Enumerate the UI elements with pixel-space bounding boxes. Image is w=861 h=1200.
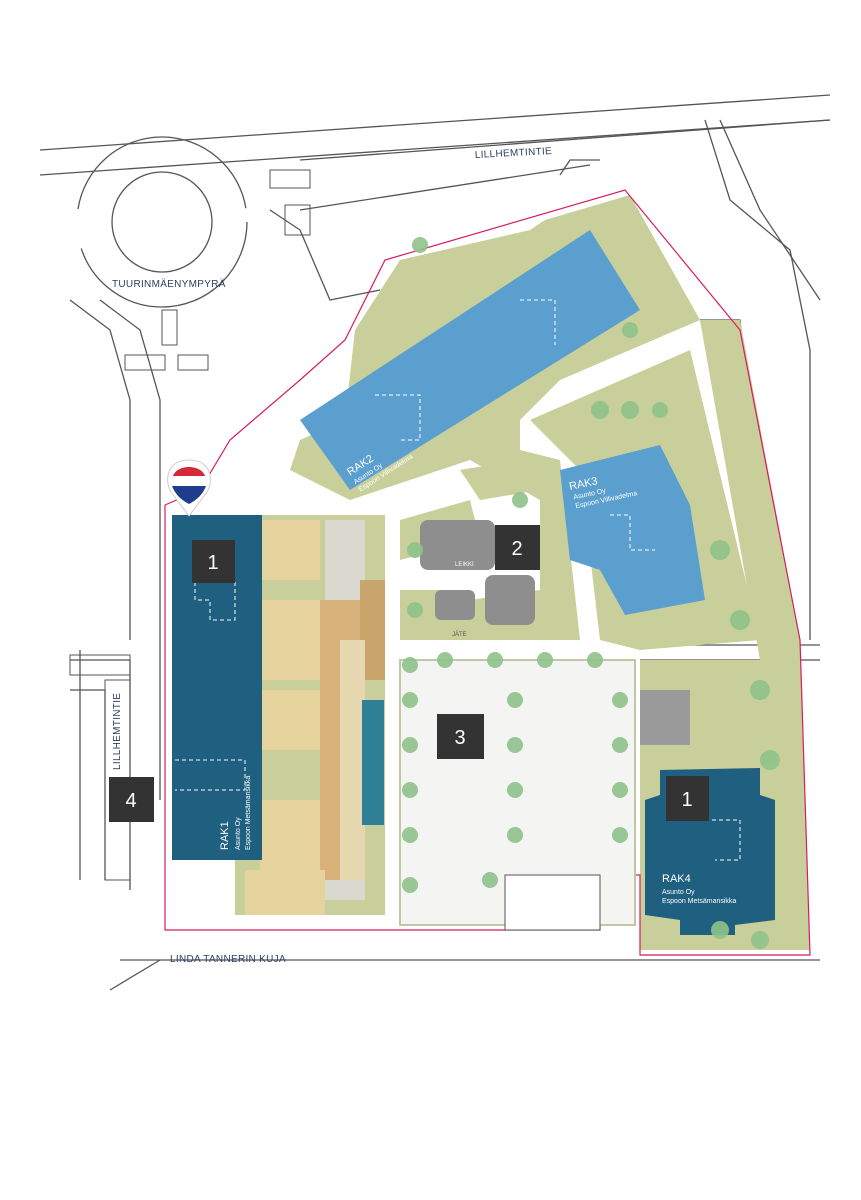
rak4-line1: Asunto Oy: [662, 889, 695, 896]
svg-text:1: 1: [207, 552, 218, 574]
rak1-building: RAK1 Asunto Oy Espoon Metsämansikka: [172, 515, 262, 860]
marker-3: 3: [437, 714, 484, 759]
marker-1-rak4: 1: [666, 776, 709, 821]
remax-balloon-icon: [167, 459, 211, 517]
crosswalks: [124, 169, 311, 371]
parking-area: [504, 874, 601, 931]
rak1-title: RAK1: [219, 821, 231, 850]
svg-text:1: 1: [681, 789, 692, 811]
marker-2: 2: [495, 525, 540, 570]
rak1-line1: Asunto Oy: [235, 817, 242, 850]
street-linda-tannerin-kuja: LINDA TANNERIN KUJA: [170, 954, 286, 965]
rak4-building: RAK4 Asunto Oy Espoon Metsämansikka: [645, 768, 775, 935]
lekki-label: LEIKKI: [455, 562, 474, 568]
rak3-building: RAK3 Asunto Oy Espoon Villivadelma: [560, 445, 705, 615]
svg-text:3: 3: [454, 727, 465, 749]
jate-label: JÄTE: [452, 631, 467, 638]
marker-1-rak1: 1: [192, 540, 235, 583]
street-roundabout: TUURINMÄENYMPYRÄ: [112, 278, 226, 290]
rak1-line2: Espoon Metsämansikka: [245, 776, 252, 850]
rak4-line2: Espoon Metsämansikka: [662, 898, 736, 905]
svg-text:4: 4: [125, 790, 136, 812]
svg-text:2: 2: [511, 538, 522, 560]
street-lillhemtintie-top: LILLHEMTINTIE: [475, 146, 553, 161]
street-lillhemtintie-left: LILLHEMTINTIE: [112, 693, 123, 770]
rak4-title: RAK4: [662, 873, 691, 885]
roundabout: [76, 136, 248, 308]
trees: [402, 237, 780, 949]
rak3-title: RAK3: [568, 475, 599, 493]
marker-4: 4: [109, 777, 154, 822]
facilities-2: LEIKKI JÄTE: [420, 520, 690, 745]
